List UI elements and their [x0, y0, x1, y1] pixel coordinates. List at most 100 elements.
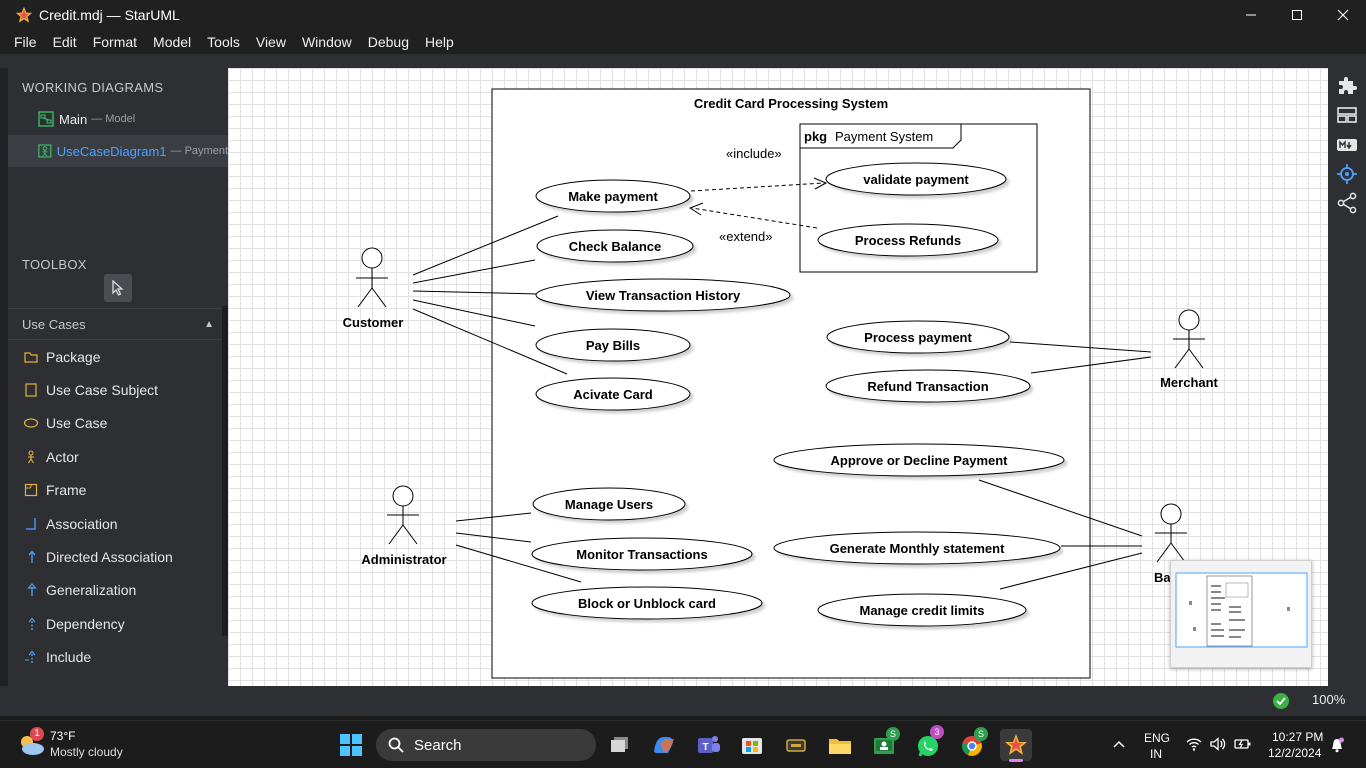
association-line[interactable] [412, 308, 568, 375]
actor-bank[interactable]: Ba [1154, 503, 1187, 585]
weather-widget[interactable]: 1 73°F Mostly cloudy [14, 727, 164, 763]
chrome-button[interactable]: S [956, 727, 988, 761]
include-dependency[interactable]: «include» [690, 146, 828, 192]
tool-generalization[interactable]: Generalization [8, 573, 222, 606]
toolbox-section-usecases[interactable]: Use Cases ▲ [8, 308, 222, 340]
validation-ok-icon[interactable] [1272, 692, 1290, 710]
whatsapp-button[interactable]: 3 [912, 725, 944, 761]
windows-start-icon[interactable] [340, 734, 362, 756]
association-line[interactable] [412, 290, 539, 295]
store-button[interactable] [736, 729, 768, 761]
working-diagram-main[interactable]: Main — Model [8, 103, 228, 135]
usecase-process-payment[interactable]: Process payment [826, 320, 1010, 354]
close-icon [1337, 9, 1349, 21]
tool-directed-association[interactable]: Directed Association [8, 540, 222, 573]
menu-view[interactable]: View [255, 34, 286, 50]
wifi-icon[interactable] [1186, 737, 1202, 751]
weather-temp: 73°F [50, 729, 76, 743]
minimap[interactable] [1170, 560, 1312, 668]
usecase-validate-payment[interactable]: validate payment [825, 162, 1007, 196]
tool-usecase[interactable]: Use Case [8, 406, 222, 439]
maximize-icon [1292, 10, 1302, 20]
menu-window[interactable]: Window [301, 34, 352, 50]
maximize-button[interactable] [1274, 0, 1320, 30]
usecase-process-refunds[interactable]: Process Refunds [817, 223, 999, 257]
markdown-icon[interactable] [1336, 134, 1358, 156]
task-view-button[interactable] [605, 729, 637, 761]
tool-package[interactable]: Package [8, 340, 222, 373]
usecase-refund-transaction[interactable]: Refund Transaction [825, 369, 1031, 403]
menu-tools[interactable]: Tools [207, 34, 240, 50]
usecase-monitor-transactions[interactable]: Monitor Transactions [531, 537, 753, 571]
association-line[interactable] [412, 259, 536, 284]
include-label: «include» [726, 146, 782, 161]
toolbar-strip [0, 54, 1366, 68]
association-line[interactable] [1030, 356, 1152, 374]
usecase-manage-users[interactable]: Manage Users [532, 487, 686, 521]
menu-model[interactable]: Model [153, 34, 192, 50]
association-line[interactable] [455, 532, 532, 543]
usecase-make-payment[interactable]: Make payment [535, 179, 691, 213]
frame-icon [24, 483, 38, 496]
tool-actor[interactable]: Actor [8, 440, 222, 473]
menu-file[interactable]: File [14, 34, 37, 50]
teams-button[interactable]: T [692, 729, 724, 761]
navigator-crosshair-icon[interactable] [1336, 163, 1358, 185]
minimize-button[interactable] [1228, 0, 1274, 30]
file-explorer-button[interactable] [824, 729, 856, 761]
menu-debug[interactable]: Debug [367, 34, 410, 50]
select-tool-button[interactable] [104, 274, 132, 302]
usecase-approve-decline-payment[interactable]: Approve or Decline Payment [773, 443, 1065, 477]
tool-dependency[interactable]: Dependency [8, 607, 222, 640]
tool-include[interactable]: Include [8, 640, 222, 673]
extensions-puzzle-icon[interactable] [1336, 74, 1358, 96]
app-button[interactable] [780, 729, 812, 761]
volume-icon[interactable] [1210, 737, 1226, 751]
association-line[interactable] [412, 215, 559, 276]
classroom-button[interactable]: S [868, 727, 900, 761]
usecase-activate-card[interactable]: Acivate Card [535, 377, 691, 411]
battery-charging-icon[interactable] [1234, 737, 1252, 751]
working-diagram-sub: — Model [91, 113, 136, 125]
usecase-check-balance[interactable]: Check Balance [536, 229, 694, 263]
input-language[interactable]: ENG [1144, 731, 1171, 745]
menu-help[interactable]: Help [425, 34, 454, 50]
actor-merchant[interactable]: Merchant [1160, 309, 1219, 390]
working-diagram-usecase[interactable]: UseCaseDiagram1 — Payment [8, 135, 228, 167]
toolbox-scrollbar[interactable] [222, 306, 228, 636]
menu-format[interactable]: Format [92, 34, 138, 50]
close-button[interactable] [1320, 0, 1366, 30]
tool-usecase-subject[interactable]: Use Case Subject [8, 373, 222, 406]
share-icon[interactable] [1336, 192, 1358, 214]
association-line[interactable] [455, 512, 532, 522]
chevron-up-icon[interactable] [1112, 739, 1126, 749]
copilot-button[interactable] [648, 729, 680, 761]
diagram-canvas[interactable]: Credit Card Processing System pkg Paymen… [228, 68, 1328, 686]
notification-bell-icon[interactable] [1330, 737, 1344, 753]
tool-association[interactable]: Association [8, 507, 222, 540]
association-line[interactable] [455, 544, 582, 583]
working-diagram-label: Main [59, 111, 88, 127]
toolbox-section-label: Use Cases [22, 316, 86, 332]
menu-edit[interactable]: Edit [52, 34, 77, 50]
actor-administrator[interactable]: Administrator [361, 485, 447, 567]
layout-panels-icon[interactable] [1336, 104, 1358, 126]
usecase-block-unblock-card[interactable]: Block or Unblock card [531, 586, 763, 620]
actor-customer[interactable]: Customer [343, 247, 404, 330]
usecase-view-transaction-history[interactable]: View Transaction History [535, 278, 791, 312]
association-line[interactable] [999, 552, 1143, 590]
clock-time[interactable]: 10:27 PM [1272, 730, 1324, 744]
zoom-level[interactable]: 100% [1312, 692, 1346, 707]
association-line[interactable] [978, 479, 1143, 537]
usecase-generate-monthly-statement[interactable]: Generate Monthly statement [773, 531, 1061, 565]
taskbar-search[interactable]: Search [376, 729, 596, 761]
whatsapp-badge: 3 [930, 725, 944, 739]
weather-badge: 1 [30, 727, 44, 741]
usecase-manage-credit-limits[interactable]: Manage credit limits [817, 593, 1027, 627]
staruml-taskbar-button[interactable] [1000, 729, 1032, 762]
extend-dependency[interactable]: «extend» [688, 202, 818, 244]
association-line[interactable] [412, 299, 536, 327]
association-line[interactable] [1009, 341, 1152, 353]
usecase-pay-bills[interactable]: Pay Bills [535, 328, 691, 362]
tool-frame[interactable]: Frame [8, 473, 222, 506]
